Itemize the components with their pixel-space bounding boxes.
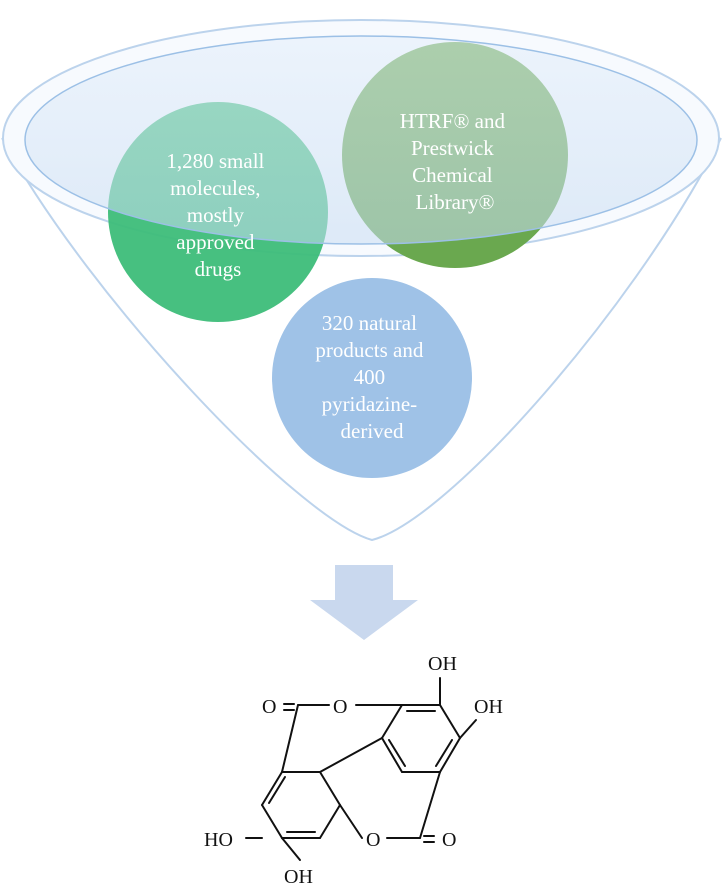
label-oh-bottom: OH <box>284 866 313 888</box>
label-oh-top: OH <box>428 653 457 675</box>
ellagic-acid-structure: O O OH OH O O HO OH <box>204 653 503 888</box>
label-o-right: O <box>442 829 456 851</box>
label-ho-left: HO <box>204 829 233 851</box>
label-o-top: O <box>333 696 347 718</box>
circle-blue <box>272 278 472 478</box>
label-oh-right: OH <box>474 696 503 718</box>
label-o-bottom: O <box>366 829 380 851</box>
circle-text-blue: 320 natural products and 400 pyridazine-… <box>315 311 428 443</box>
circle-text-green: 1,280 small molecules, mostly approved d… <box>166 149 269 281</box>
label-o-left: O <box>262 696 276 718</box>
down-arrow-icon <box>310 565 418 640</box>
circle-text-olive: HTRF® and Prestwick Chemical Library® <box>400 109 510 214</box>
funnel-inner-rim <box>24 35 698 245</box>
